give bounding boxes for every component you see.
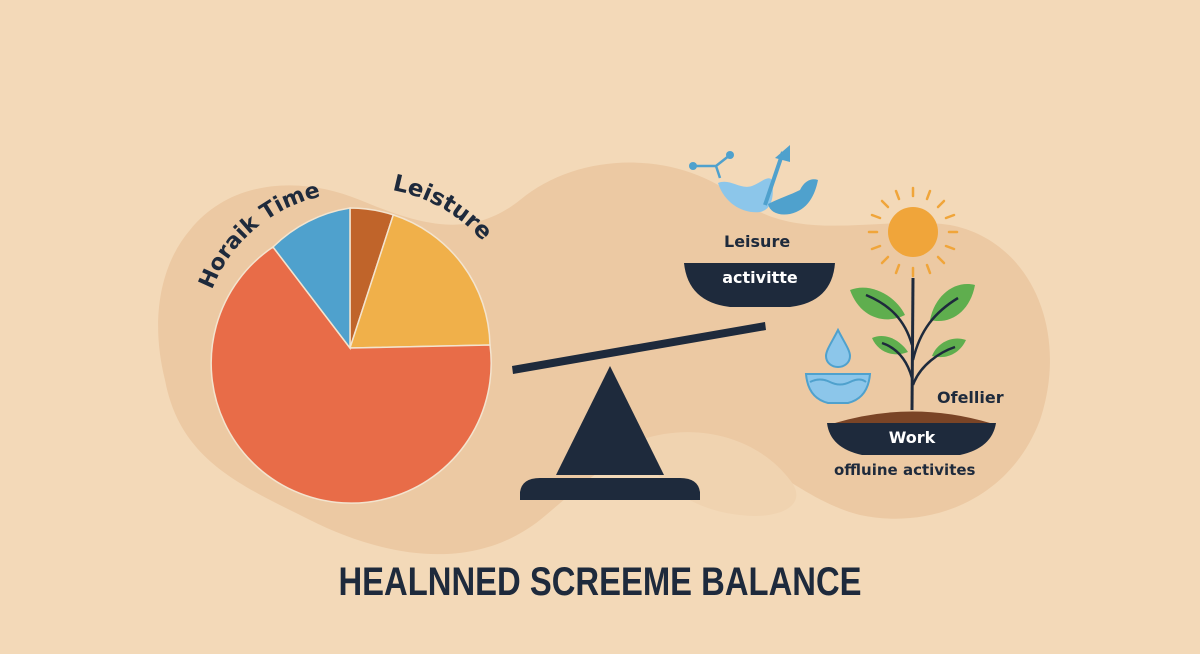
pie-slice-leisture [348, 213, 491, 349]
soil-mound [835, 411, 990, 423]
chart-splash-icon [689, 145, 818, 215]
work-pan [827, 423, 996, 455]
pie-slice-red [210, 245, 492, 504]
water-drop-icon [824, 327, 852, 369]
scale-beam [512, 322, 766, 374]
page-title: HEALNNED SCREEME BALANCE [338, 560, 862, 604]
leisure-pan-label: activitte [722, 268, 798, 287]
scale-base [520, 478, 700, 500]
sun-icon [867, 186, 959, 278]
offline-activities-label: offluine activites [834, 461, 976, 479]
leisure-pan [684, 263, 835, 307]
leisure-label: Leisure [724, 232, 791, 251]
pie-slice-horaik-time [272, 207, 351, 351]
plant-icon [850, 277, 975, 411]
work-pan-label: Work [888, 428, 936, 447]
scale-fulcrum [556, 366, 664, 475]
balance-scale-icon [512, 322, 766, 500]
pie-chart-icon [210, 207, 492, 504]
water-bowl-icon [804, 373, 872, 404]
ofellier-label: Ofellier [937, 388, 1004, 407]
background-highlight [640, 432, 797, 516]
